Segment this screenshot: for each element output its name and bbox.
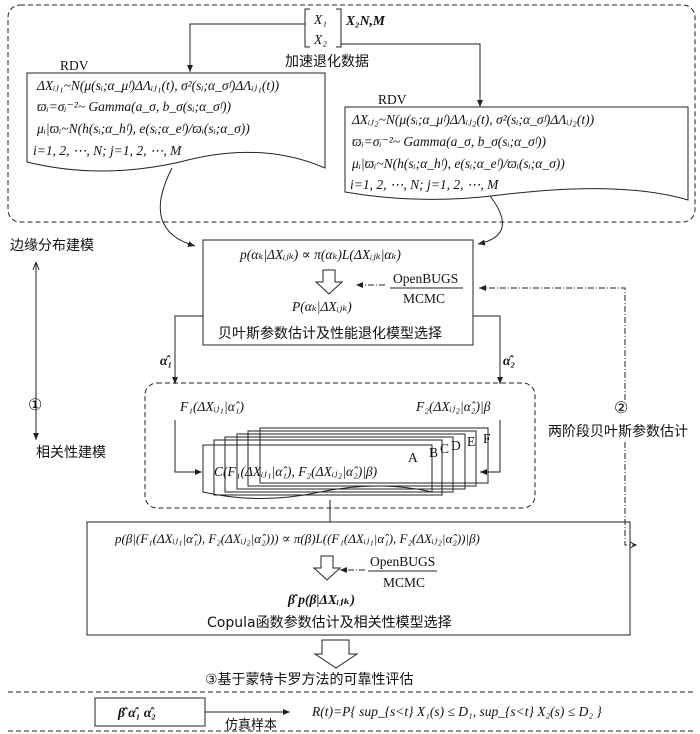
matrix-x2: X₂ <box>313 32 327 47</box>
copula-caption: Copula函数参数估计及相关性模型选择 <box>207 614 452 631</box>
arrow-up-head <box>32 261 40 271</box>
bayes-caption: 贝叶斯参数估计及性能退化模型选择 <box>218 325 442 342</box>
copula-formula: p(β|(F₁(ΔXᵢⱼ₁|α̂₁), F₂(ΔXᵢⱼ₂|α̂₂))) ∝ π(… <box>114 531 480 546</box>
right-rdv-line: i=1, 2, ⋯, N; j=1, 2, ⋯, M <box>350 177 499 192</box>
right-rdv-line: ϖᵢ=σᵢ⁻²~ Gamma(a_σ, b_σ(sᵢ;α_σᶠ)) <box>352 134 546 149</box>
bayes-formula: p(αₖ|ΔXᵢⱼₖ) ∝ π(αₖ)L(ΔXᵢⱼₖ|αₖ) <box>239 247 401 262</box>
right-rdv-document <box>344 106 689 201</box>
f1-label: F₁(ΔXᵢⱼ₁|α̂₁) <box>179 399 244 414</box>
f2-label: F₂(ΔXᵢⱼ₂|α̂₂)|β <box>415 399 491 414</box>
bayes-estimation-box <box>202 239 474 346</box>
matrix-label: X₂N,M <box>345 13 386 28</box>
down-arrow-icon <box>313 639 359 669</box>
page-label: A <box>408 450 418 465</box>
data-label: 加速退化数据 <box>285 54 369 70</box>
mcmc-label: MCMC <box>403 291 445 306</box>
down-arrow-icon <box>312 555 342 581</box>
left-rdv-document <box>26 72 326 172</box>
openbugs-label: OpenBUGS <box>393 271 458 286</box>
left-rdv-label: RDV <box>60 58 89 73</box>
matrix-x1: X₁ <box>313 12 327 27</box>
left-rdv-line: μᵢ|ϖᵢ~N(h(sᵢ;α_hᶠ), e(sᵢ;α_eᶠ)/ϖᵢ(sᵢ;α_σ… <box>36 121 250 136</box>
degradation-data-matrix: X₁ X₂ X₂N,M 加速退化数据 <box>285 8 386 70</box>
two-stage-feedback-bottom <box>624 442 636 546</box>
two-stage-label: 两阶段贝叶斯参数估计 <box>548 423 688 440</box>
posterior-label: P(αₖ|ΔXᵢⱼₖ) <box>291 299 352 314</box>
left-rdv-line: ϖᵢ=σᵢ⁻²~ Gamma(a_σ, b_σ(sᵢ;α_σᶠ)) <box>37 99 231 114</box>
curve-right-to-bayes <box>477 195 503 246</box>
reliability-formula: R(t)=P{ sup_{s<t} X₁(s) ≤ D₁, sup_{s<t} … <box>311 704 602 719</box>
correlation-modeling-label: 相关性建模 <box>36 445 106 461</box>
right-rdv-line: μᵢ|ϖᵢ~N(h(sᵢ;α_hᶠ), e(sᵢ;α_eᶠ)/ϖᵢ(sᵢ;α_σ… <box>351 156 565 171</box>
page-label: B <box>429 445 438 460</box>
marginal-modeling-label: 边缘分布建模 <box>10 238 94 254</box>
page-label: F <box>483 431 491 446</box>
left-rdv-line: ΔXᵢⱼ₁~N(μ(sᵢ;α_μᶠ)ΔΛᵢⱼ₁(t), σ²(sᵢ;α_σᶠ)Δ… <box>36 78 280 93</box>
copula-group-frame <box>144 382 536 509</box>
page-label: D <box>451 438 461 453</box>
beta-result: β̂ p(β|ΔXᵢⱼₖ) <box>287 592 355 607</box>
alpha1-label: α̂₁ <box>160 353 172 368</box>
copula-estimation-box <box>86 521 631 636</box>
arrow-to-right-rdv <box>341 43 483 107</box>
curve-left-to-bayes <box>159 167 196 247</box>
copula-function: C(F₁(ΔXᵢⱼ₁|α̂₁), F₂(ΔXᵢⱼ₂|α̂₂)|β) <box>214 464 378 479</box>
alpha2-label: α̂₂ <box>503 353 515 368</box>
left-rdv-line: i=1, 2, ⋯, N; j=1, 2, ⋯, M <box>33 143 182 158</box>
arrow-to-left-rdv <box>187 23 305 72</box>
step1-marker: ① <box>28 397 42 414</box>
page-label: E <box>467 434 475 449</box>
simulation-sample-label: 仿真样本 <box>225 718 277 733</box>
data-group-frame <box>7 4 696 223</box>
down-arrow-icon <box>314 269 344 295</box>
page-label: C <box>440 441 449 456</box>
right-rdv-label: RDV <box>378 92 407 107</box>
mcmc-label: MCMC <box>383 575 425 590</box>
copula-pages-stack: F E D C B A C(F₁(ΔXᵢⱼ₁|α̂₁), F₂(ΔXᵢⱼ₂|α̂… <box>202 427 491 499</box>
reliability-title: ③基于蒙特卡罗方法的可靠性评估 <box>205 671 414 688</box>
parameter-values: β̂ α̂₁ α̂₂ <box>117 705 156 720</box>
openbugs-label: OpenBUGS <box>370 554 435 569</box>
two-stage-feedback-top <box>479 285 626 400</box>
right-rdv-line: ΔXᵢⱼ₂~N(μ(sᵢ;α_μᶠ)ΔΛᵢⱼ₂(t), σ²(sᵢ;α_σᶠ)Δ… <box>351 112 595 127</box>
step2-marker: ② <box>614 400 628 417</box>
